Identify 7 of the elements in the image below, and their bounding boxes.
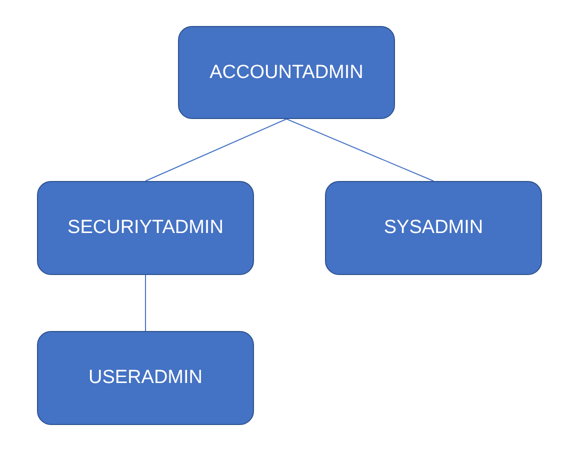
role-box: USERADMIN <box>37 331 254 425</box>
connector-line <box>286 118 434 182</box>
role-box: SECURIYTADMIN <box>37 181 254 275</box>
connector-line <box>145 274 146 332</box>
connector-line <box>145 118 287 182</box>
role-box: SYSADMIN <box>325 181 542 275</box>
role-box: ACCOUNTADMIN <box>178 26 395 119</box>
